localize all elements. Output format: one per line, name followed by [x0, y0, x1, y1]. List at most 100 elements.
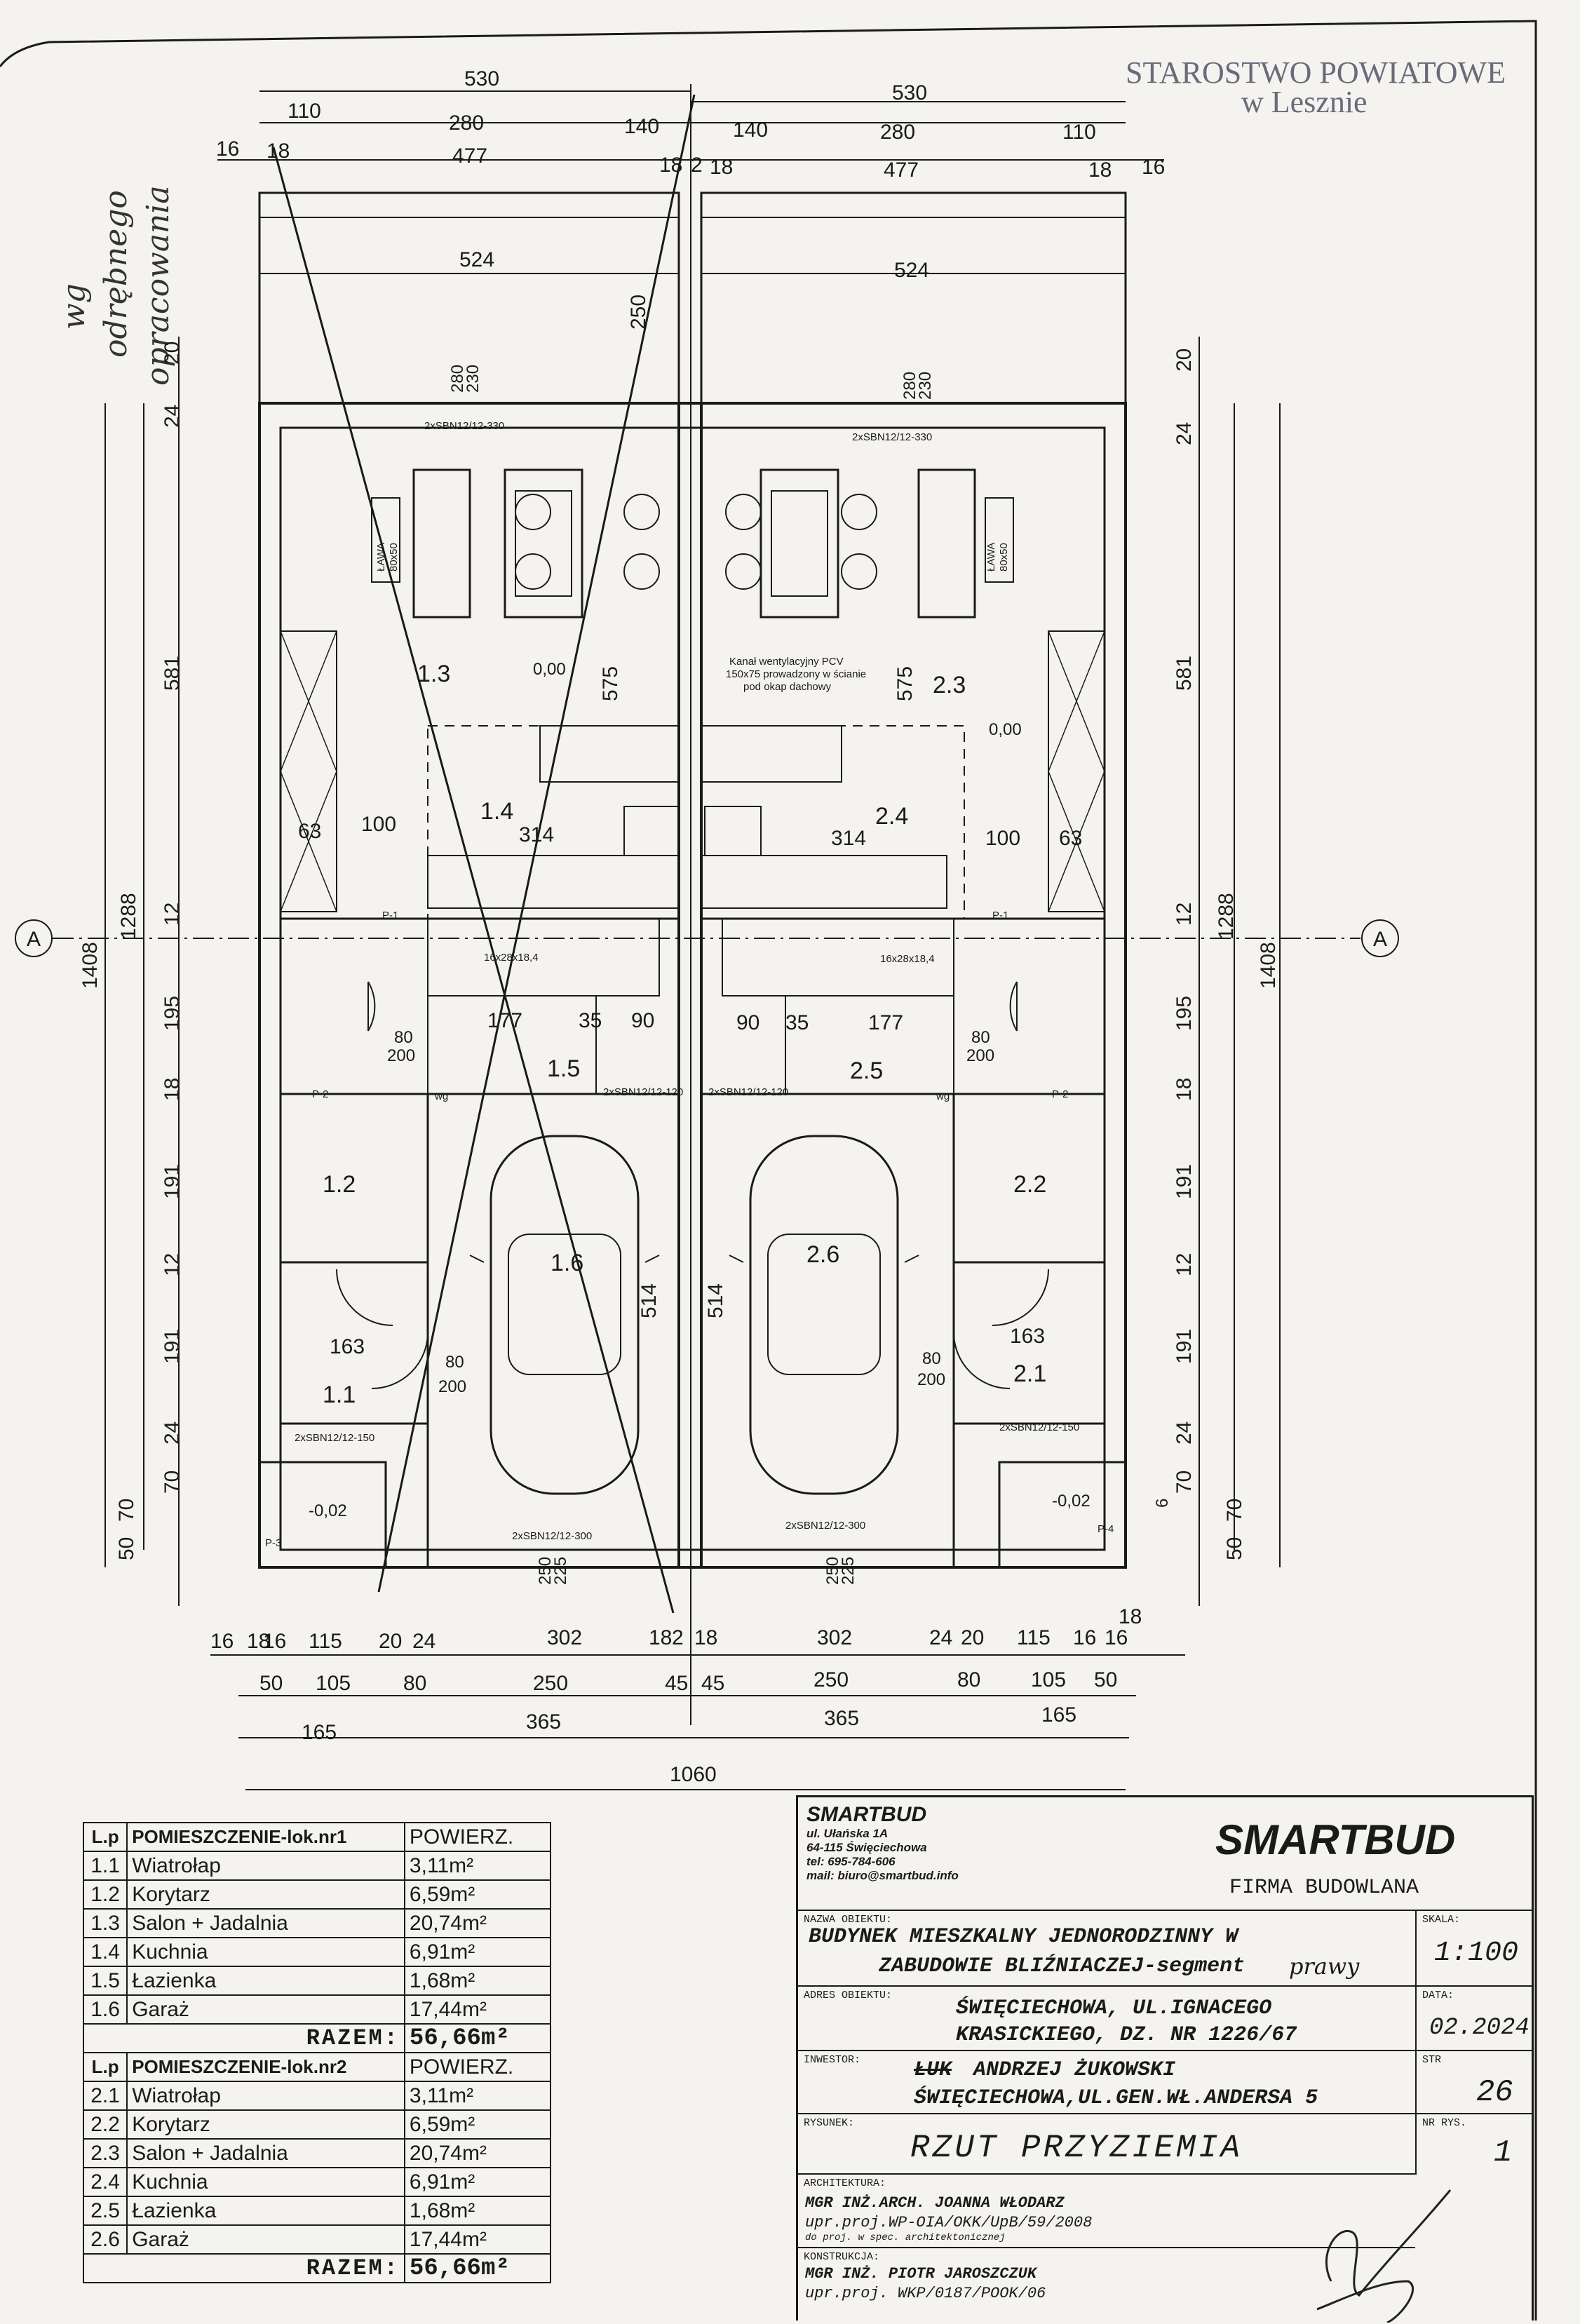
object-handwritten: prawy [1289, 1953, 1360, 1980]
room-1-1: 1.1 [323, 1381, 356, 1408]
dim-530-right: 530 [892, 81, 927, 104]
dim-18-c: 18 [710, 156, 733, 179]
dim-100-right: 100 [985, 827, 1020, 850]
bottom-dim-value: 20 [379, 1630, 402, 1653]
lintel-330-left: 2xSBN12/12-330 [424, 420, 504, 432]
dim-35-right: 35 [785, 1011, 809, 1034]
bottom-dim-value: 80 [403, 1672, 426, 1695]
bottom-dim-value: 165 [302, 1721, 337, 1744]
title-block: SMARTBUD ul. Ułańska 1A 64-115 Święciech… [796, 1795, 1534, 2323]
dim-1408-right: 1408 [1257, 942, 1280, 989]
vent-note-3: pod okap dachowy [743, 681, 832, 693]
window-p4: P-4 [1098, 1523, 1114, 1535]
margin-note: wg odrębnego opracowania [56, 185, 176, 386]
dim-110-left: 110 [288, 100, 321, 123]
dim-63-right: 63 [1059, 827, 1082, 850]
height-575-left: 575 [599, 666, 622, 701]
vent-note-1: Kanał wentylacyjny PCV [729, 656, 844, 668]
dim-24-right-b: 24 [1173, 1421, 1196, 1445]
dim-524-right: 524 [894, 259, 929, 282]
height-225-left: 225 [551, 1557, 570, 1585]
window-p1-left: P-1 [382, 910, 398, 921]
dim-100-left: 100 [361, 813, 396, 836]
row-object: NAZWA OBIEKTU: BUDYNEK MIESZKALNY JEDNOR… [798, 1910, 1532, 1987]
bottom-dim-value: 105 [1031, 1668, 1066, 1691]
dim-1288-left: 1288 [117, 893, 140, 940]
height-250-left: 250 [536, 1557, 555, 1585]
stamp-line-1: STAROSTWO POWIATOWE [1126, 55, 1506, 90]
stairs-left: 16x28x18,4 [484, 952, 539, 964]
level-entrance-right: -0,02 [1052, 1492, 1091, 1511]
dim-1408-left: 1408 [79, 942, 102, 989]
height-514-right: 514 [704, 1283, 727, 1318]
dim-12-left-b: 12 [161, 1253, 184, 1276]
room-area: 6,59m² [403, 2109, 552, 2140]
row-architect: ARCHITEKTURA: MGR INŻ.ARCH. JOANNA WŁODA… [798, 2173, 1415, 2248]
dim-70-left: 70 [161, 1471, 184, 1494]
bottom-dim-value: 45 [701, 1672, 724, 1695]
room-area: 1,68m² [403, 1966, 552, 1996]
dim-280-left: 280 [449, 112, 484, 135]
bottom-dim-value: 18 [247, 1630, 270, 1653]
height-230-right: 230 [916, 372, 935, 400]
sum-area: 56,66m² [403, 2023, 552, 2053]
room-2-6: 2.6 [806, 1241, 839, 1268]
dim-20-right: 20 [1173, 349, 1196, 372]
page-cell: STR 26 [1415, 2051, 1532, 2114]
col-room: POMIESZCZENIE-lok.nr1 [126, 1822, 405, 1852]
dim-191-right-a: 191 [1173, 1164, 1196, 1199]
door-200-d: 200 [917, 1370, 945, 1389]
dim-16-right: 16 [1142, 156, 1165, 179]
construction-line-2: upr.proj. WKP/0187/POOK/06 [805, 2285, 1046, 2302]
bench-label-right: ŁAWA [985, 543, 997, 572]
room-lp: 1.1 [82, 1851, 128, 1881]
top-dimensions: 530 530 110 280 140 140 280 110 16 18 47… [216, 67, 1165, 282]
wg-right: wg [936, 1090, 950, 1102]
bottom-dim-value: 24 [929, 1626, 952, 1649]
bottom-dim-value: 45 [665, 1672, 688, 1695]
dim-314-right: 314 [831, 827, 866, 850]
bottom-dim-value: 115 [309, 1630, 342, 1653]
cap-date: DATA: [1422, 1989, 1454, 2001]
room-name: Korytarz [126, 2109, 405, 2140]
address-line-1: ŚWIĘCIECHOWA, UL.IGNACEGO [956, 1997, 1272, 2020]
room-lp: 2.4 [82, 2167, 128, 2197]
dim-12-left-a: 12 [161, 903, 184, 926]
bottom-dim-value: 50 [1094, 1668, 1117, 1691]
level-left: 0,00 [533, 660, 566, 679]
dim-24-right: 24 [1173, 422, 1196, 445]
room-name: Łazienka [126, 2196, 405, 2226]
dim-2: 2 [691, 154, 703, 177]
drawing-no-cell: NR RYS. 1 [1415, 2114, 1532, 2175]
dim-177-right: 177 [868, 1011, 903, 1034]
dim-140-right: 140 [733, 119, 768, 142]
dim-581-right: 581 [1173, 656, 1196, 691]
room-area: 1,68m² [403, 2196, 552, 2226]
height-250-right: 250 [823, 1557, 842, 1585]
sum-label: RAZEM: [83, 2023, 405, 2053]
drawing-title: RZUT PRZYZIEMIA [910, 2130, 1243, 2166]
bottom-dim-value: 18 [1119, 1605, 1142, 1628]
sum-area: 56,66m² [403, 2253, 552, 2283]
bottom-dim-value: 302 [547, 1626, 582, 1649]
dim-163-left: 163 [330, 1335, 365, 1358]
dim-524-left: 524 [459, 248, 494, 271]
room-1-2: 1.2 [323, 1171, 356, 1198]
room-name: Garaż [126, 1994, 405, 2025]
room-lp: 2.1 [82, 2081, 128, 2111]
col-lp: L.p [82, 2052, 128, 2082]
company-city: 64-115 Święciechowa [806, 1841, 927, 1854]
room-1-3: 1.3 [417, 661, 450, 687]
room-lp: 1.2 [82, 1879, 128, 1910]
col-area: POWIERZ. [403, 1822, 552, 1852]
sum-label: RAZEM: [83, 2253, 405, 2283]
page-number: 26 [1476, 2075, 1513, 2110]
dim-18-a: 18 [266, 140, 290, 163]
note-line-1: wg [56, 283, 92, 330]
